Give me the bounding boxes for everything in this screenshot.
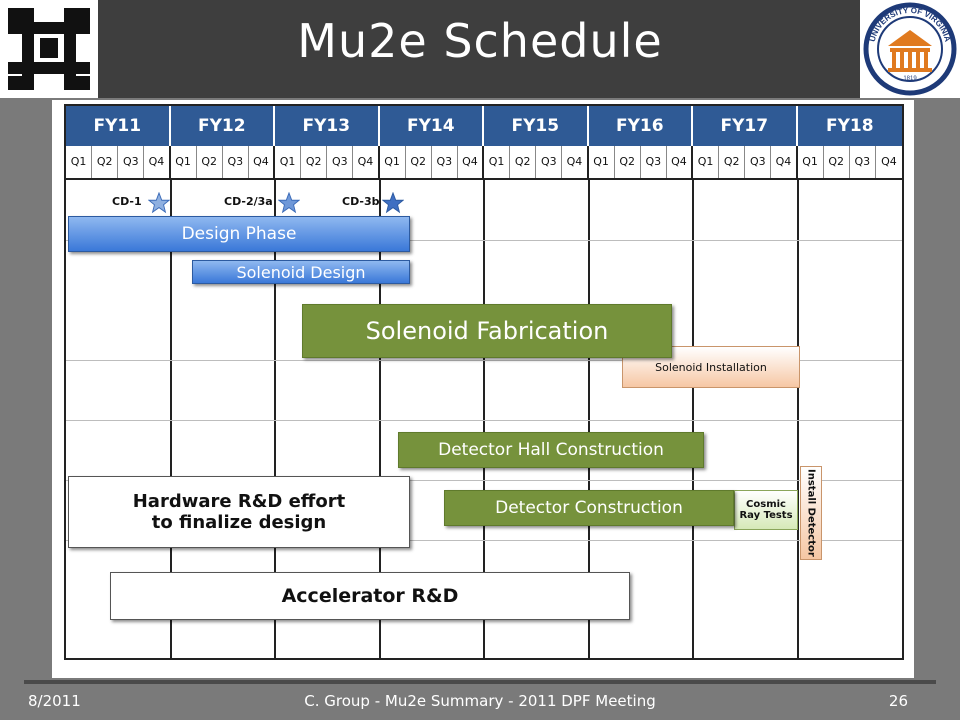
- install-detector-bar: Install Detector: [800, 466, 822, 560]
- quarter-header: Q1: [275, 146, 302, 178]
- quarter-header: Q4: [667, 146, 693, 178]
- quarter-header: Q4: [881, 155, 897, 168]
- quarter-header: Q4: [249, 146, 275, 178]
- grid-line: [66, 420, 902, 421]
- page-title: Mu2e Schedule: [297, 14, 663, 68]
- cosmic-ray-tests-bar: Cosmic Ray Tests: [734, 490, 798, 530]
- fy-header: FY18: [797, 106, 902, 146]
- design-phase-bar: Design Phase: [68, 216, 410, 252]
- quarter-header: Q1: [589, 146, 615, 178]
- quarter-header: Q3: [432, 146, 458, 178]
- quarter-header: Q4: [144, 146, 171, 178]
- grid-line: [66, 360, 902, 361]
- detector-hall-construction-bar: Detector Hall Construction: [398, 432, 704, 468]
- quarter-header: Q4: [458, 146, 484, 178]
- quarter-header: Q3: [641, 146, 667, 178]
- fy-header: FY13: [275, 106, 380, 146]
- quarter-header: Q2: [615, 146, 641, 178]
- title-bar: Mu2e Schedule 1819 UNIVERSITY OF VIRGINI…: [0, 0, 960, 98]
- quarter-header: Q2: [197, 146, 223, 178]
- solenoid-design-bar: Solenoid Design: [192, 260, 410, 284]
- accelerator-rd-bar: Accelerator R&D: [110, 572, 630, 620]
- quarter-header: Q1: [66, 146, 93, 178]
- footer-date: 8/2011: [28, 692, 81, 710]
- milestone-cd2-3a-label: CD-2/3a: [224, 195, 273, 208]
- fy-header: FY16: [588, 106, 693, 146]
- fermilab-logo-icon: [2, 4, 96, 94]
- milestone-cd3b-label: CD-3b: [342, 195, 380, 208]
- quarter-header: Q1: [380, 146, 406, 178]
- grid-line: [66, 240, 902, 241]
- quarter-header: Q2: [824, 146, 850, 178]
- quarter-header: Q3: [223, 146, 249, 178]
- footer-title: C. Group - Mu2e Summary - 2011 DPF Meeti…: [304, 692, 656, 710]
- fy-header: FY15: [484, 106, 589, 146]
- detector-construction-bar: Detector Construction: [444, 490, 734, 526]
- star-icon: [148, 192, 170, 214]
- grid-line: [66, 480, 902, 481]
- fiscal-year-header-row: FY11 FY12 FY13 FY14 FY15 FY16 FY17 FY18: [66, 106, 902, 146]
- quarter-header: Q3: [850, 146, 876, 178]
- footer-page-number: 26: [888, 692, 908, 710]
- quarter-header: Q2: [92, 146, 119, 178]
- grid-line: [66, 540, 902, 541]
- hardware-rd-bar: Hardware R&D effort to finalize design: [68, 476, 410, 548]
- quarter-header: Q4: [562, 146, 589, 178]
- fy-header: FY12: [170, 106, 275, 146]
- quarter-header: Q1: [693, 146, 720, 178]
- quarter-header: Q3: [327, 146, 354, 178]
- quarter-header: Q2: [406, 146, 432, 178]
- cosmic-ray-tests-line1: Cosmic: [746, 499, 786, 510]
- quarter-header: Q1: [484, 146, 511, 178]
- star-icon: [382, 192, 404, 214]
- footer-divider: [24, 680, 936, 684]
- seal-year: 1819: [903, 76, 917, 82]
- quarter-header: Q2: [719, 146, 746, 178]
- quarter-header: Q2: [301, 146, 328, 178]
- cosmic-ray-tests-line2: Ray Tests: [739, 510, 793, 521]
- quarter-header: Q4: [771, 146, 798, 178]
- gantt-chart: FY11 FY12 FY13 FY14 FY15 FY16 FY17 FY18 …: [64, 104, 904, 660]
- solenoid-fabrication-bar: Solenoid Fabrication: [302, 304, 672, 358]
- quarter-header: Q1: [171, 146, 197, 178]
- fy-header: FY11: [66, 106, 171, 146]
- quarter-header: Q2: [510, 146, 537, 178]
- quarter-header: Q3: [118, 146, 145, 178]
- milestone-cd1-label: CD-1: [112, 195, 142, 208]
- quarter-header: Q3: [536, 146, 563, 178]
- star-icon: [278, 192, 300, 214]
- quarter-header: Q1: [798, 146, 824, 178]
- university-of-virginia-seal-icon: 1819 UNIVERSITY OF VIRGINIA: [863, 2, 957, 96]
- hardware-rd-line2: to finalize design: [151, 512, 327, 533]
- quarter-header: Q3: [745, 146, 772, 178]
- quarter-header: Q4: [353, 146, 380, 178]
- fy-header: FY17: [693, 106, 798, 146]
- hardware-rd-line1: Hardware R&D effort: [132, 491, 346, 512]
- fy-header: FY14: [379, 106, 484, 146]
